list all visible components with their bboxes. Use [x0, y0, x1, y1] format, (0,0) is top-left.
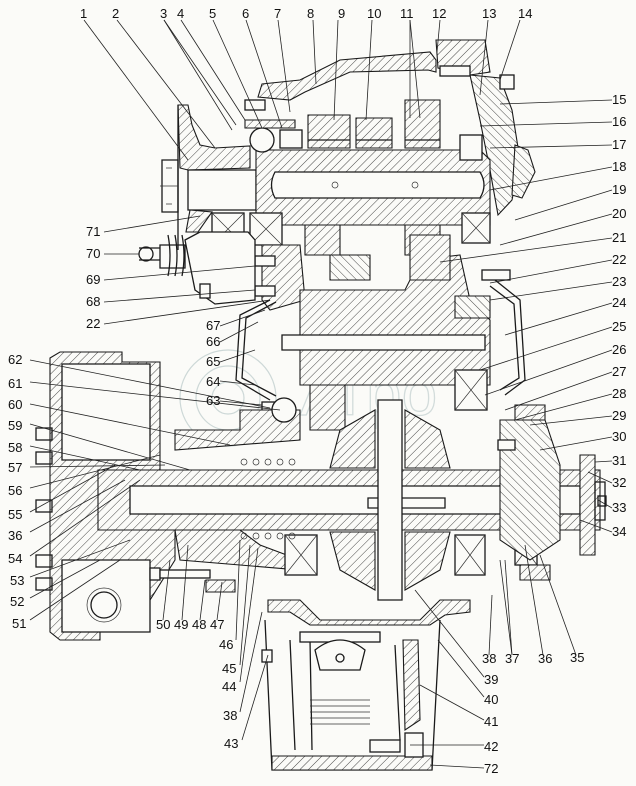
- part-labels: 1 2 3 4 5 6 7 8 9 10 11 12 13 14 15 16 1…: [8, 6, 626, 776]
- label-50: 50: [156, 617, 170, 632]
- oil-pan: [261, 599, 471, 771]
- label-15: 15: [612, 92, 626, 107]
- label-38-left: 38: [223, 708, 237, 723]
- label-58: 58: [8, 440, 22, 455]
- label-28: 28: [612, 386, 626, 401]
- label-44: 44: [222, 679, 236, 694]
- label-51: 51: [12, 616, 26, 631]
- label-53: 53: [10, 573, 24, 588]
- label-52: 52: [10, 594, 24, 609]
- label-71: 71: [86, 224, 100, 239]
- label-38-right: 38: [482, 651, 496, 666]
- label-24: 24: [612, 295, 626, 310]
- label-67: 67: [206, 318, 220, 333]
- label-70: 70: [86, 246, 100, 261]
- label-8: 8: [307, 6, 314, 21]
- label-5: 5: [209, 6, 216, 21]
- label-3: 3: [160, 6, 167, 21]
- actuator: [138, 209, 256, 305]
- label-56: 56: [8, 483, 22, 498]
- label-72: 72: [484, 761, 498, 776]
- label-17: 17: [612, 137, 626, 152]
- label-61: 61: [8, 376, 22, 391]
- label-45: 45: [222, 661, 236, 676]
- label-63: 63: [206, 393, 220, 408]
- label-25: 25: [612, 319, 626, 334]
- label-26: 26: [612, 342, 626, 357]
- label-43: 43: [224, 736, 238, 751]
- label-36-left: 36: [8, 528, 22, 543]
- label-69: 69: [86, 272, 100, 287]
- label-40: 40: [484, 692, 498, 707]
- label-33: 33: [612, 500, 626, 515]
- label-7: 7: [274, 6, 281, 21]
- label-39: 39: [484, 672, 498, 687]
- label-29: 29: [612, 408, 626, 423]
- label-57: 57: [8, 460, 22, 475]
- label-37: 37: [505, 651, 519, 666]
- label-34: 34: [612, 524, 626, 539]
- label-59: 59: [8, 418, 22, 433]
- label-1: 1: [80, 6, 87, 21]
- label-22: 22: [612, 252, 626, 267]
- label-13: 13: [482, 6, 496, 21]
- label-65: 65: [206, 354, 220, 369]
- middle-section: [235, 234, 526, 431]
- label-19: 19: [612, 182, 626, 197]
- label-6: 6: [242, 6, 249, 21]
- label-66: 66: [206, 334, 220, 349]
- label-14: 14: [518, 6, 532, 21]
- label-46: 46: [219, 637, 233, 652]
- label-23: 23: [612, 274, 626, 289]
- label-55: 55: [8, 507, 22, 522]
- label-41: 41: [484, 714, 498, 729]
- label-30: 30: [612, 429, 626, 444]
- label-9: 9: [338, 6, 345, 21]
- label-32: 32: [612, 475, 626, 490]
- label-49: 49: [174, 617, 188, 632]
- label-54: 54: [8, 551, 22, 566]
- label-42: 42: [484, 739, 498, 754]
- label-22-left: 22: [86, 316, 100, 331]
- label-4: 4: [177, 6, 184, 21]
- label-12: 12: [432, 6, 446, 21]
- label-60: 60: [8, 397, 22, 412]
- label-11: 11: [400, 6, 414, 21]
- label-2: 2: [112, 6, 119, 21]
- label-21: 21: [612, 230, 626, 245]
- label-18: 18: [612, 159, 626, 174]
- label-68: 68: [86, 294, 100, 309]
- upper-housing: [160, 39, 536, 256]
- label-47: 47: [210, 617, 224, 632]
- label-31: 31: [612, 453, 626, 468]
- label-62: 62: [8, 352, 22, 367]
- label-20: 20: [612, 206, 626, 221]
- label-16: 16: [612, 114, 626, 129]
- label-36: 36: [538, 651, 552, 666]
- label-35: 35: [570, 650, 584, 665]
- label-48: 48: [192, 617, 206, 632]
- leader-lines: [29, 19, 613, 769]
- label-27: 27: [612, 364, 626, 379]
- label-64: 64: [206, 374, 220, 389]
- label-10: 10: [367, 6, 381, 21]
